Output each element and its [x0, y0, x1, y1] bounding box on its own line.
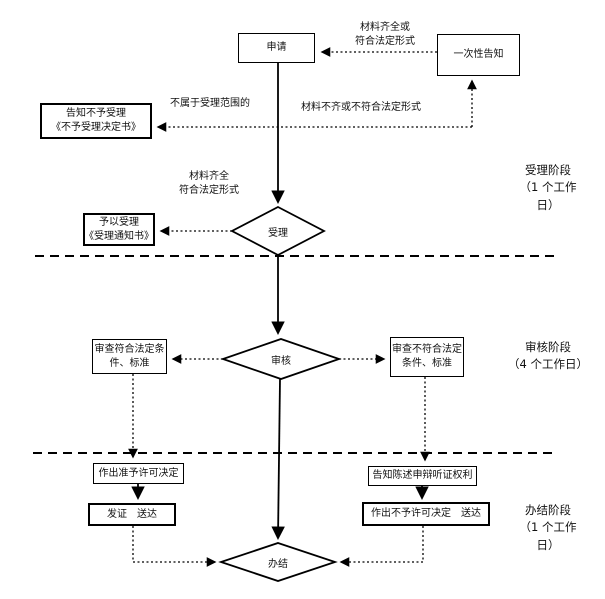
node-issue-label: 发证 送达	[107, 508, 157, 520]
node-review-fail: 审查不符合法定 条件、标准	[390, 337, 464, 377]
node-inform-label: 告知陈述申辩听证权利	[372, 470, 473, 481]
review-diamond	[220, 338, 342, 380]
edge-label-not-in-scope: 不属于受理范围的	[168, 97, 252, 111]
arrow-deny-to-finish	[339, 526, 424, 567]
node-grant-label: 作出准予许可决定	[98, 467, 179, 479]
node-inform: 告知陈述申辩听证权利	[368, 466, 477, 486]
node-apply-label: 申请	[266, 42, 287, 53]
edge-label-complete: 材料齐全 符合法定形式	[159, 170, 259, 197]
node-review-pass-line2: 件、标准	[109, 357, 150, 369]
accept-diamond	[230, 205, 326, 257]
node-accept-notice-line2: 《受理通知书》	[84, 230, 154, 242]
node-review-pass: 审查符合法定条 件、标准	[92, 339, 167, 374]
accept-diamond-label: 受理	[268, 227, 288, 239]
finish-diamond-label: 办结	[268, 558, 288, 570]
stage-label-finish-line2: （1 个工作	[519, 520, 577, 535]
edge-label-complete-or-legal-line1: 材料齐全或	[360, 22, 410, 33]
stage-label-finish: 办结阶段 （1 个工作 日）	[510, 502, 586, 554]
node-deny-label: 作出不予许可决定 送达	[371, 508, 481, 519]
review-diamond-label: 审核	[271, 355, 291, 367]
node-issue: 发证 送达	[88, 503, 176, 526]
stage-label-review: 审核阶段 （4 个工作日）	[500, 339, 596, 374]
stage-label-accept-line3: 日）	[536, 197, 560, 212]
node-review-fail-line2: 条件、标准	[402, 358, 452, 369]
stage-label-finish-line1: 办结阶段	[525, 503, 571, 517]
node-reject-notice: 告知不予受理 《不予受理决定书》	[40, 103, 152, 139]
stage-label-review-line2: （4 个工作日）	[508, 357, 588, 372]
stage-label-accept-line2: （1 个工作	[519, 180, 577, 195]
stage-label-finish-line3: 日）	[536, 537, 560, 552]
node-review-pass-line1: 审查符合法定条	[94, 343, 165, 355]
node-reject-notice-line2: 《不予受理决定书》	[51, 122, 141, 133]
stage-label-review-line1: 审核阶段	[525, 340, 571, 354]
node-deny: 作出不予许可决定 送达	[362, 502, 490, 526]
node-apply: 申请	[238, 33, 315, 63]
edge-label-incomplete-text: 材料不齐或不符合法定形式	[301, 102, 421, 113]
node-one-time-notice-label: 一次性告知	[453, 49, 504, 60]
arrow-review-to-finish	[271, 378, 285, 541]
edge-label-complete-or-legal-line2: 符合法定形式	[355, 35, 415, 47]
edge-label-complete-line2: 符合法定形式	[179, 184, 239, 196]
stage-label-accept: 受理阶段 （1 个工作 日）	[510, 162, 586, 214]
edge-label-incomplete: 材料不齐或不符合法定形式	[300, 101, 422, 115]
node-one-time-notice: 一次性告知	[437, 34, 520, 76]
arrow-issue-to-finish	[132, 526, 217, 567]
node-grant: 作出准予许可决定	[93, 463, 184, 484]
edge-label-complete-line1: 材料齐全	[189, 171, 229, 182]
node-accept-notice: 予以受理 《受理通知书》	[83, 213, 155, 246]
edge-label-complete-or-legal: 材料齐全或 符合法定形式	[335, 21, 435, 48]
edge-label-not-in-scope-text: 不属于受理范围的	[170, 98, 250, 109]
finish-diamond	[218, 542, 338, 582]
node-reject-notice-line1: 告知不予受理	[66, 108, 126, 119]
stage-label-accept-line1: 受理阶段	[525, 163, 571, 177]
node-accept-notice-line1: 予以受理	[99, 216, 139, 228]
node-review-fail-line1: 审查不符合法定	[392, 344, 462, 355]
